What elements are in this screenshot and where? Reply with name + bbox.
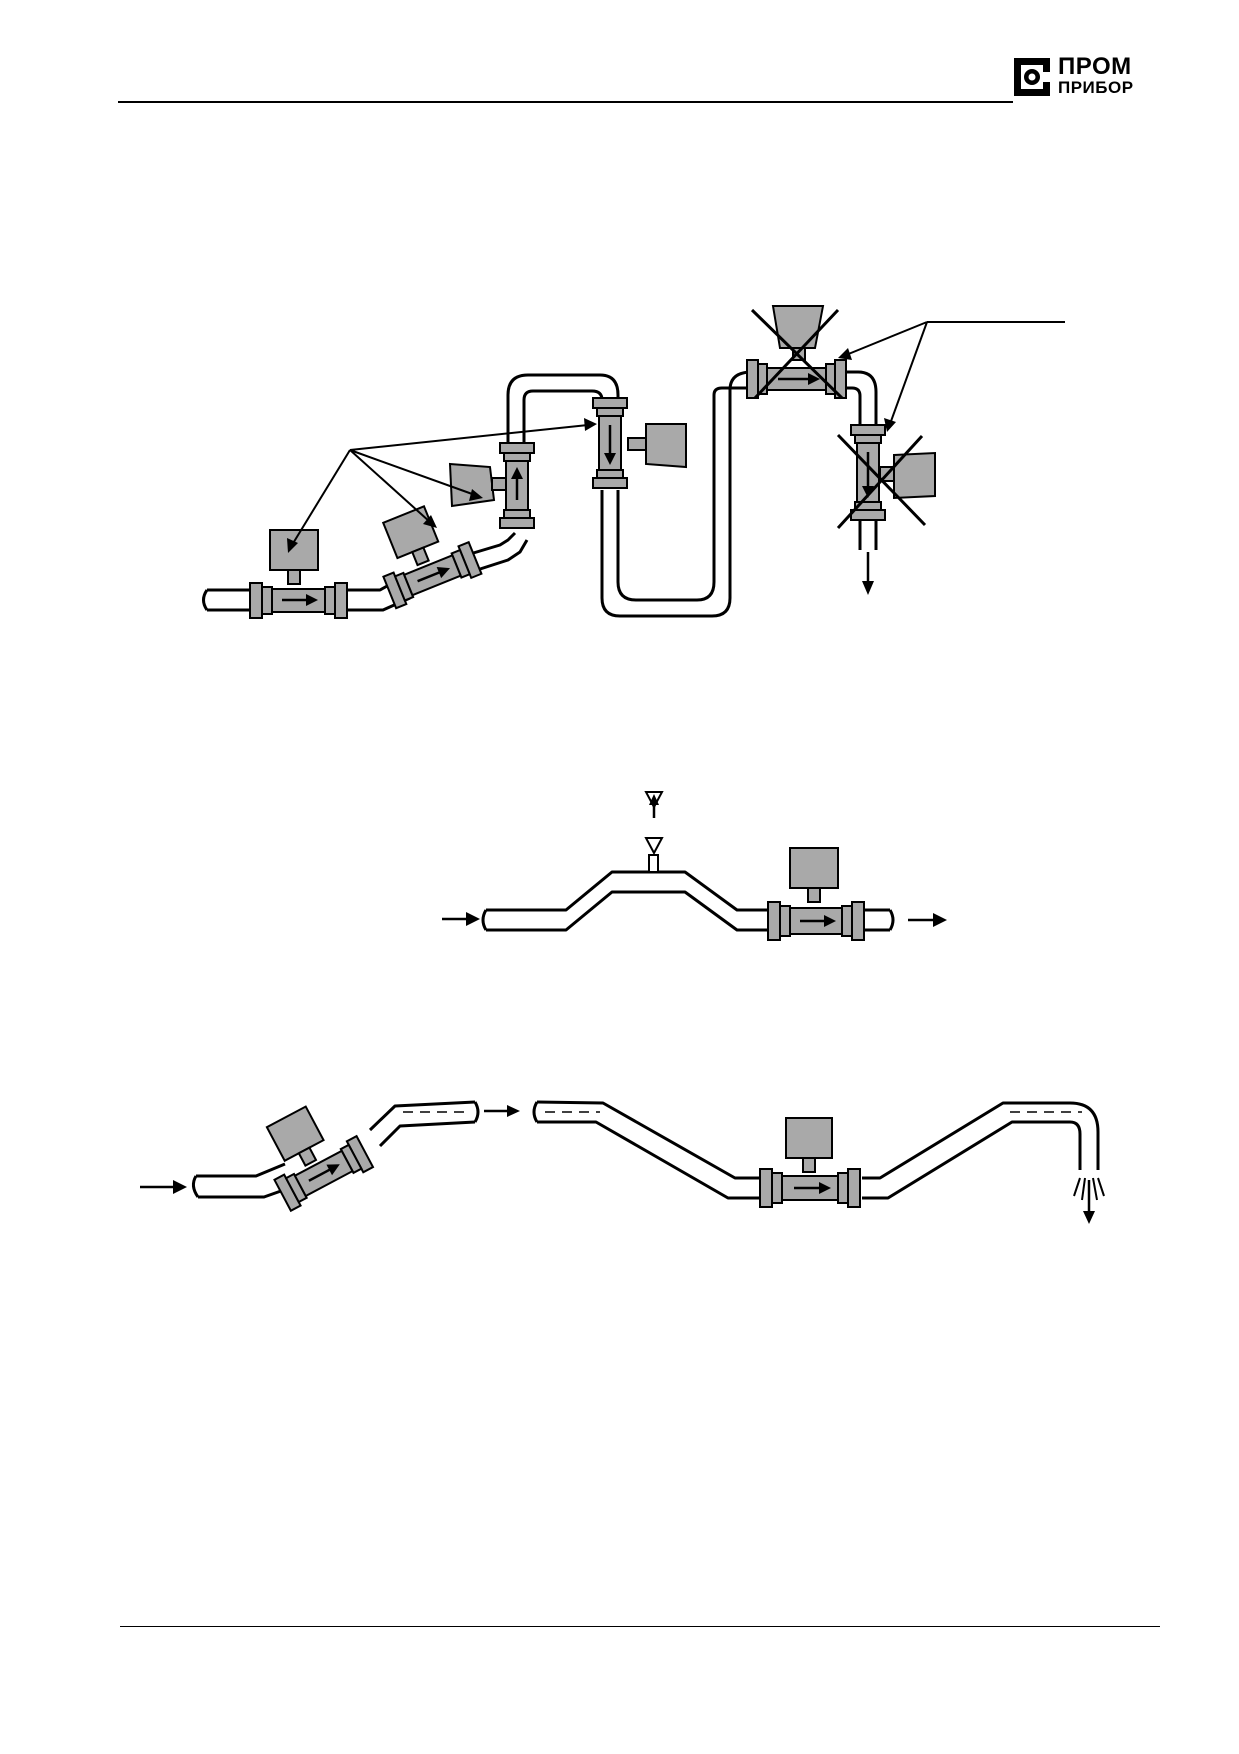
installation-positions-diagram xyxy=(202,305,1065,619)
flowmeter-outlet-incorrect xyxy=(836,424,936,530)
footer-rule xyxy=(120,1626,1160,1627)
pipeline-1 xyxy=(202,370,878,618)
flowmeter-top-incorrect xyxy=(746,305,847,400)
flowmeter-inclined xyxy=(265,1105,375,1213)
converter-head xyxy=(265,1105,325,1163)
converter-head xyxy=(269,529,319,571)
partially-filled-pipeline-diagram xyxy=(140,1100,1105,1224)
converter-head xyxy=(448,462,496,508)
leader-lines-correct xyxy=(287,418,597,553)
flowmeter-vertical-downflow xyxy=(592,397,687,489)
converter-head xyxy=(789,847,839,889)
company-logo: ПРОМ ПРИБОР xyxy=(1012,53,1172,106)
logo-text-line-1: ПРОМ xyxy=(1058,53,1132,80)
transition-arrow xyxy=(484,1105,520,1117)
flowmeter-vertical-upflow xyxy=(448,442,535,529)
flowmeter-horizontal xyxy=(767,847,865,941)
leader-lines-incorrect xyxy=(838,321,1065,432)
outflow-arrow xyxy=(908,913,947,927)
logo-text-line-2: ПРИБОР xyxy=(1058,78,1134,97)
converter-head xyxy=(893,451,936,500)
cross-mark xyxy=(753,308,840,400)
pipeline-3-left xyxy=(191,1100,480,1199)
free-outflow-spray xyxy=(1073,1177,1105,1224)
cross-mark xyxy=(836,434,924,530)
flowmeter-horizontal-low-point xyxy=(759,1117,861,1208)
flowmeter-inclined xyxy=(381,505,483,610)
flowmeter-horizontal xyxy=(249,529,348,619)
inflow-arrow xyxy=(140,1180,187,1194)
logo-mark-icon xyxy=(1014,58,1051,96)
converter-head xyxy=(785,1117,833,1159)
pipeline-3-right xyxy=(532,1100,1100,1200)
inflow-arrow xyxy=(442,912,480,926)
header-rule xyxy=(118,101,1013,103)
outflow-arrow xyxy=(862,552,874,595)
air-vent-diagram xyxy=(442,791,947,941)
air-vent-valve xyxy=(644,791,664,873)
